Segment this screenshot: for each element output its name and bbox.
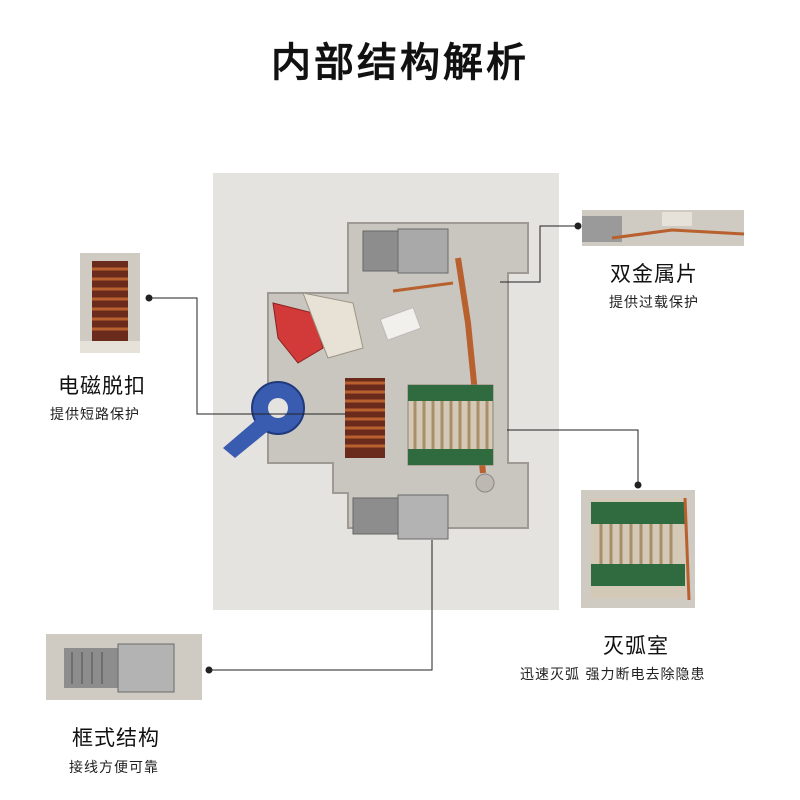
frame-structure-desc: 接线方便可靠: [69, 760, 159, 776]
page-title: 内部结构解析: [271, 40, 529, 86]
arc-chamber-inset-photo: [581, 490, 695, 608]
arc-chamber-desc: 迅速灭弧 强力断电去除隐患: [520, 667, 706, 683]
bimetal-inset-photo: [582, 210, 744, 246]
frame-terminal-inset-photo: [46, 634, 202, 700]
magnetic-leader: [150, 297, 345, 415]
bimetal-desc: 提供过载保护: [609, 295, 699, 311]
magnetic-trip-desc: 提供短路保护: [50, 407, 140, 423]
breaker-cutaway-photo: [213, 173, 559, 610]
arc-leader: [507, 429, 639, 482]
frame-leader: [212, 540, 433, 671]
bimetal-leader: [500, 225, 575, 283]
frame-structure-label: 框式结构: [72, 726, 160, 750]
magnetic-trip-inset-photo: [80, 253, 140, 353]
bimetal-label: 双金属片: [610, 262, 698, 286]
arc-chamber-label: 灭弧室: [603, 634, 669, 658]
magnetic-trip-label: 电磁脱扣: [58, 374, 146, 398]
